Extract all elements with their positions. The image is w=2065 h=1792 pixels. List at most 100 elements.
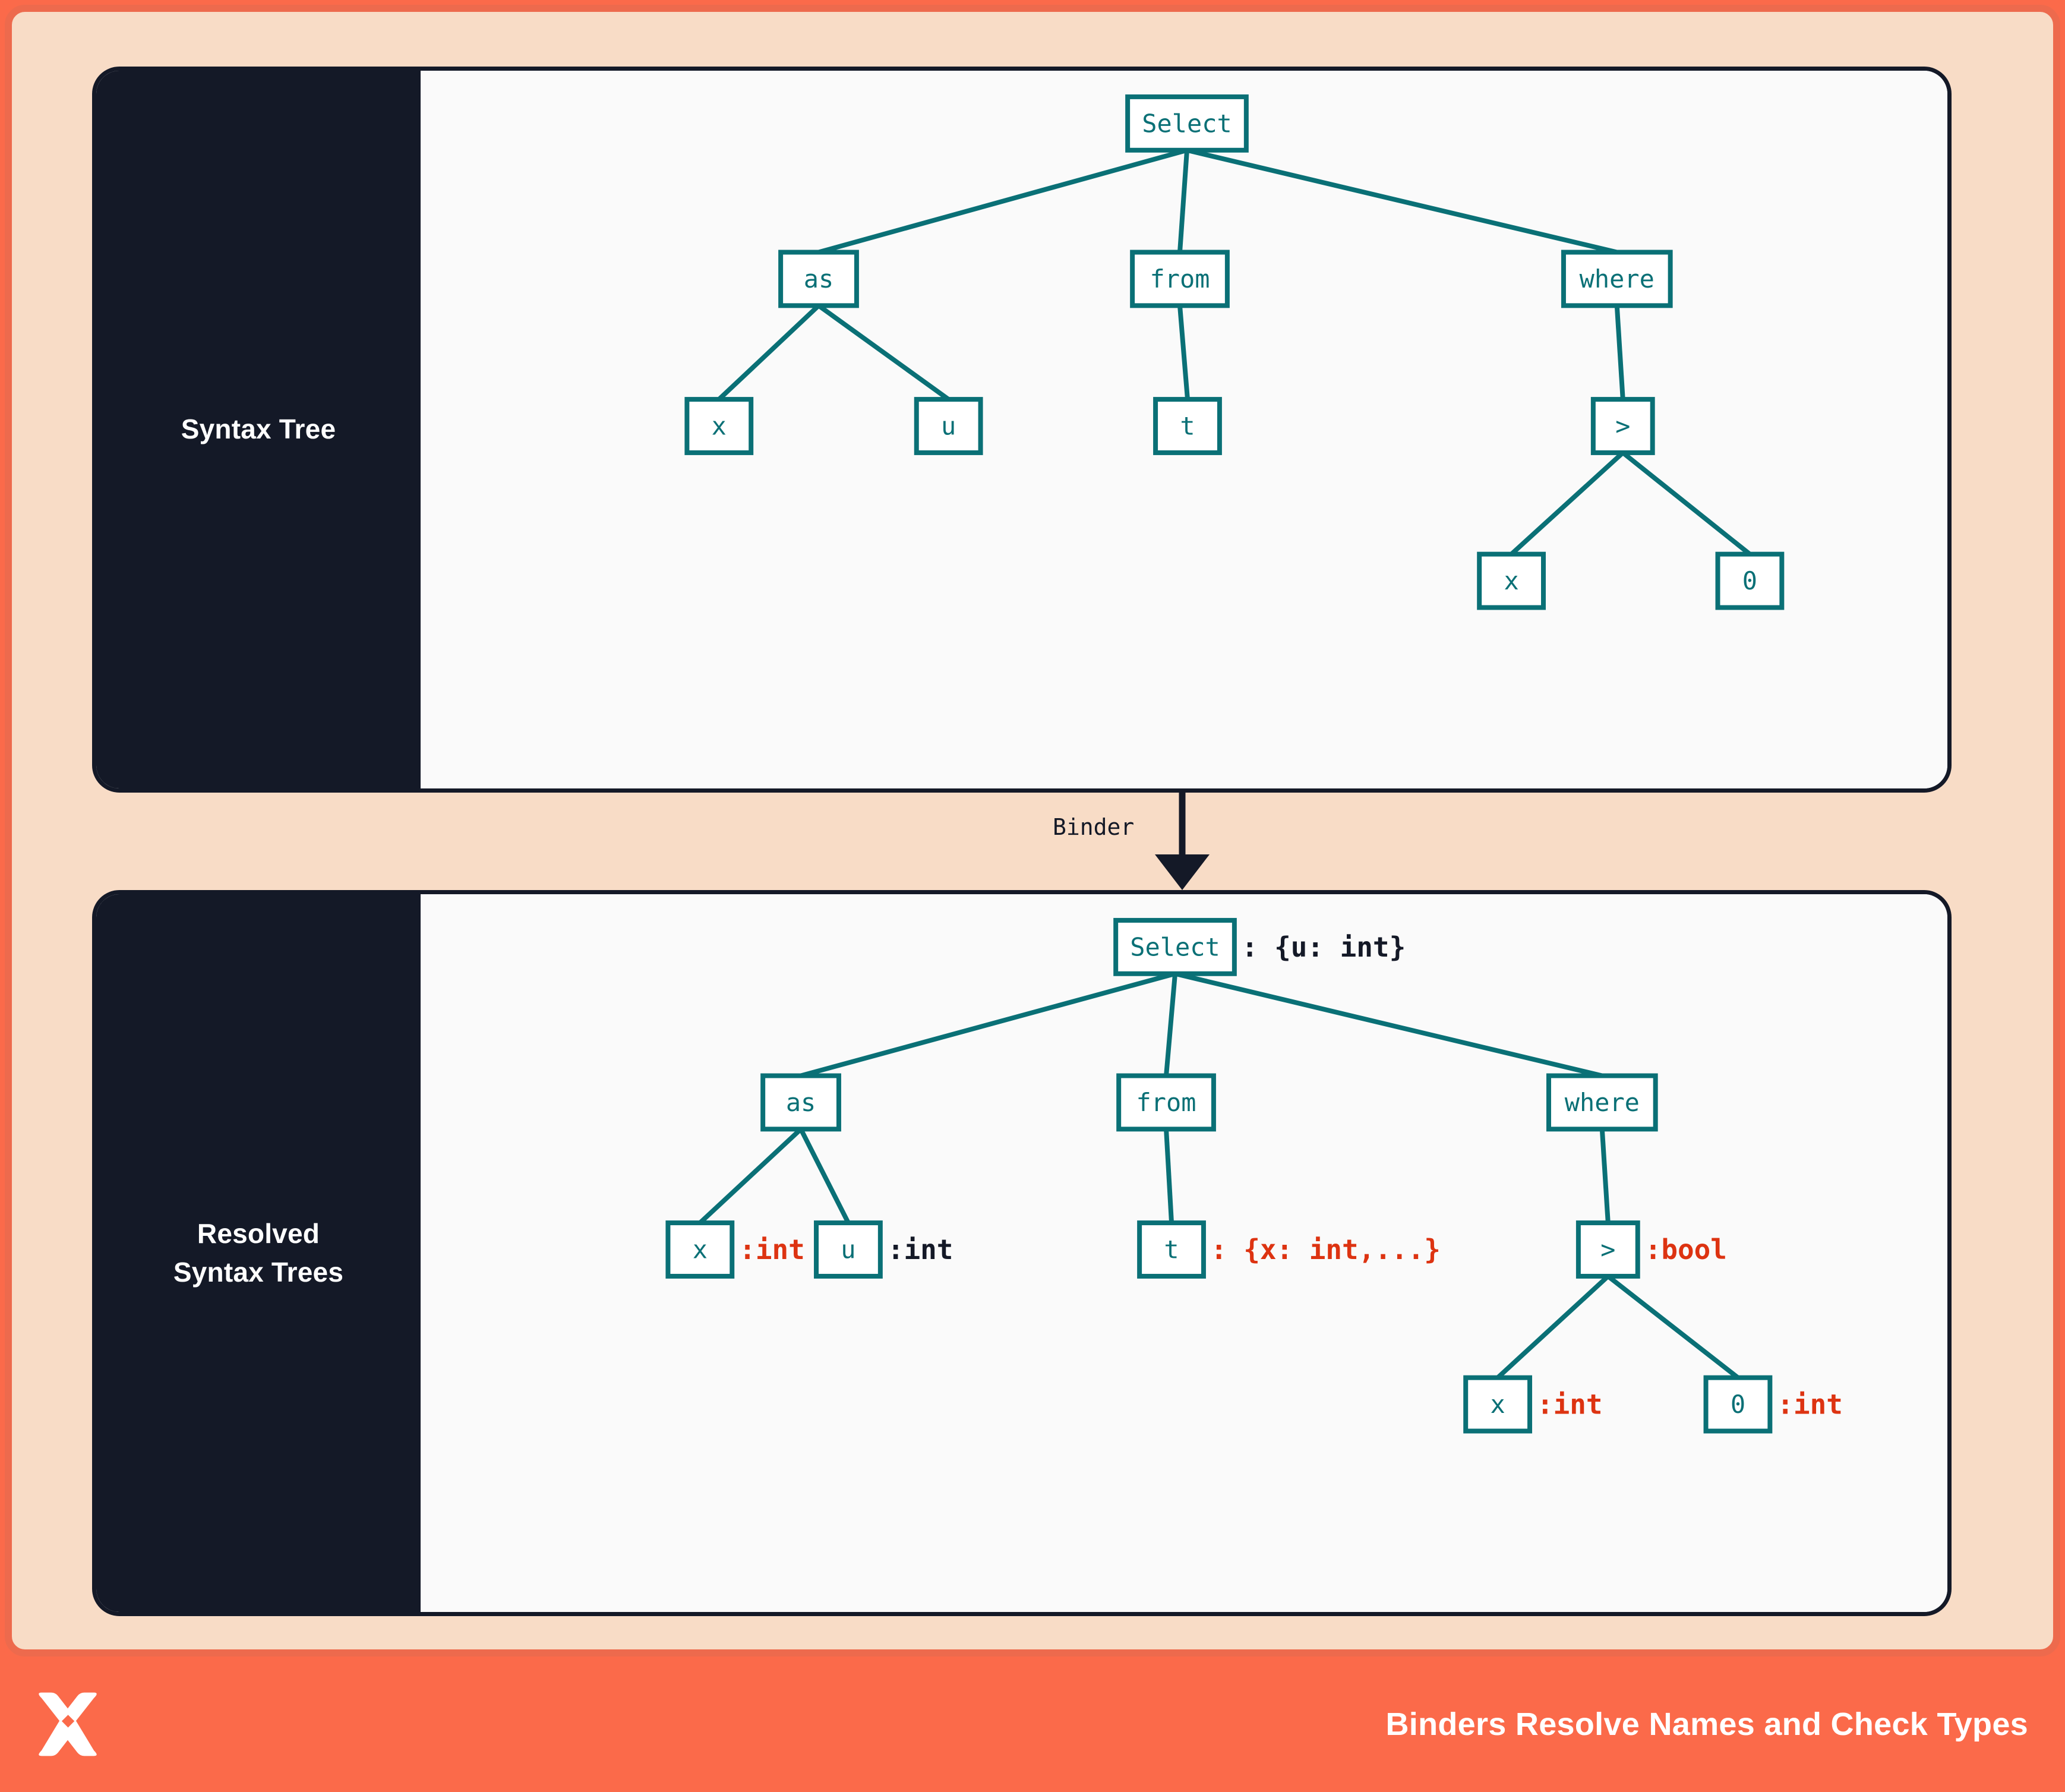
tree-edge <box>1606 1274 1739 1380</box>
tree-node-box <box>1703 1375 1773 1434</box>
tree-node-label: from <box>1150 264 1210 294</box>
tree-node-label: from <box>1136 1088 1196 1117</box>
panel-syntax-tree-body: Select as from where x u t > x 0 <box>421 71 1947 788</box>
tree-node-box <box>1546 1073 1658 1132</box>
syntax-tree-graphic: Select as from where x u t > x 0 <box>684 94 1785 610</box>
type-annotation: :int <box>739 1233 805 1266</box>
tree-edge <box>1186 147 1618 255</box>
type-annotation: : {u: int} <box>1242 931 1406 963</box>
tree-node-label: Select <box>1142 109 1232 138</box>
tree-node-label: > <box>1615 412 1630 441</box>
tree-node-label: Select <box>1130 932 1220 961</box>
tree-node-box <box>1153 397 1222 455</box>
tree-edge <box>817 147 1188 255</box>
tree-node-label: as <box>786 1088 816 1117</box>
tree-node-as-x[interactable]: x <box>684 397 754 455</box>
tree-edge <box>698 1127 803 1225</box>
binder-transition <box>0 793 2065 890</box>
tree-node-box <box>1113 917 1237 976</box>
panel-syntax-tree-sidebar: Syntax Tree <box>96 71 421 788</box>
tree-node-label: u <box>841 1235 855 1264</box>
tree-node-gt-x[interactable]: x <box>1477 551 1546 610</box>
tree-node-from[interactable]: from <box>1116 1073 1216 1132</box>
tree-node-gt-0[interactable]: 0 <box>1715 551 1785 610</box>
tree-node-label: 0 <box>1742 566 1757 595</box>
resolved-syntax-tree-graphic: Select : {u: int} as from where x :int u :int t : … <box>665 917 1843 1434</box>
tree-edge <box>1177 305 1190 400</box>
tree-node-label: 0 <box>1731 1390 1745 1419</box>
tree-node-gt-x[interactable]: x :int <box>1463 1375 1603 1434</box>
type-annotation: :bool <box>1645 1233 1727 1266</box>
tree-node-gt[interactable]: > :bool <box>1575 1220 1727 1279</box>
tree-node-box <box>1137 1220 1206 1279</box>
tree-node-as-u[interactable]: u <box>914 397 983 455</box>
tree-node-select[interactable]: Select <box>1125 94 1249 153</box>
tree-node-where[interactable]: where <box>1561 250 1673 308</box>
tree-node-box <box>665 1220 735 1279</box>
tree-node-box <box>1575 1220 1640 1279</box>
tree-edge <box>800 971 1176 1078</box>
tree-edge <box>717 304 820 401</box>
tree-edge <box>1164 973 1178 1076</box>
type-annotation: : {x: int,...} <box>1211 1233 1441 1266</box>
panel-resolved-body: Select : {u: int} as from where x :int u :int t : … <box>421 894 1947 1612</box>
tree-node-box <box>1561 250 1673 308</box>
tree-node-label: t <box>1180 412 1195 441</box>
tree-edge <box>817 304 950 402</box>
tree-node-box <box>1116 1073 1216 1132</box>
tree-edge <box>1164 1129 1174 1223</box>
type-annotation: :int <box>1537 1389 1603 1421</box>
x-mark-logo-icon <box>39 1692 97 1756</box>
tree-node-as[interactable]: as <box>760 1073 841 1132</box>
tree-edge <box>1496 1274 1610 1380</box>
tree-edge <box>1614 305 1625 400</box>
tree-node-from-t[interactable]: t : {x: int,...} <box>1137 1220 1441 1279</box>
tree-node-as-u[interactable]: u :int <box>814 1220 953 1279</box>
tree-node-as-x[interactable]: x :int <box>665 1220 805 1279</box>
tree-node-box <box>1477 551 1546 610</box>
tree-edge <box>1510 450 1625 556</box>
tree-node-box <box>1130 250 1230 308</box>
tree-node-gt[interactable]: > <box>1590 397 1655 455</box>
tree-node-where[interactable]: where <box>1546 1073 1658 1132</box>
tree-node-label: t <box>1164 1235 1179 1264</box>
tree-edge <box>798 1128 851 1224</box>
tree-node-label: x <box>1491 1390 1505 1419</box>
type-annotation: :int <box>1777 1389 1843 1421</box>
tree-node-box <box>1463 1375 1533 1434</box>
tree-node-box <box>778 250 859 308</box>
type-annotation: :int <box>888 1233 953 1266</box>
tree-node-label: as <box>804 264 833 294</box>
tree-node-as[interactable]: as <box>778 250 859 308</box>
tree-node-box <box>1125 94 1249 153</box>
tree-edge <box>1599 1129 1611 1223</box>
tree-node-label: where <box>1580 264 1654 294</box>
footer-bar: Binders Resolve Names and Check Types <box>0 1657 2065 1792</box>
tree-node-gt-0[interactable]: 0 :int <box>1703 1375 1843 1434</box>
tree-node-label: x <box>1504 566 1518 595</box>
tree-node-label: x <box>712 412 727 441</box>
footer-caption: Binders Resolve Names and Check Types <box>1385 1706 2028 1742</box>
tree-node-box <box>814 1220 883 1279</box>
tree-node-label: x <box>693 1235 708 1264</box>
panel-syntax-tree-label: Syntax Tree <box>181 414 336 445</box>
panel-syntax-tree: Syntax Tree Select as from where x u t > x 0 <box>92 67 1952 793</box>
tree-node-select[interactable]: Select : {u: int} <box>1113 917 1406 976</box>
tree-edge <box>1177 150 1189 253</box>
tree-node-box <box>760 1073 841 1132</box>
binder-label: Binder <box>1053 814 1135 840</box>
tree-node-box <box>1590 397 1655 455</box>
tree-node-label: where <box>1565 1088 1640 1117</box>
tree-node-label: > <box>1600 1235 1615 1264</box>
tree-node-box <box>684 397 754 455</box>
binder-arrow-icon <box>1155 793 1210 890</box>
tree-node-box <box>914 397 983 455</box>
tree-node-label: u <box>941 412 956 441</box>
tree-edge <box>1174 971 1603 1078</box>
tree-node-from[interactable]: from <box>1130 250 1230 308</box>
tree-node-from-t[interactable]: t <box>1153 397 1222 455</box>
